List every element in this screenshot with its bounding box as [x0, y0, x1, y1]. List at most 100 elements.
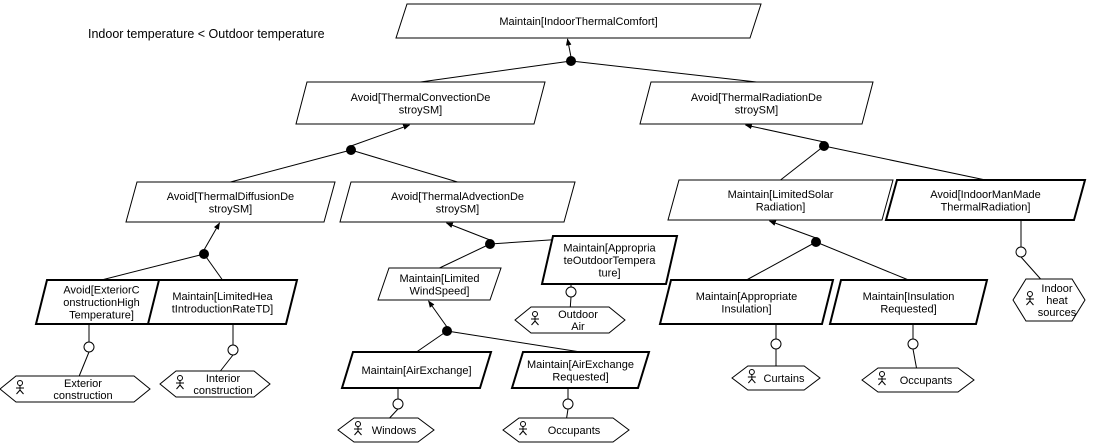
refinement-link — [416, 330, 448, 353]
agent-label: heat — [1046, 295, 1067, 307]
goal-label: onstructionHigh — [63, 297, 139, 309]
agent-label: sources — [1038, 307, 1077, 319]
person-icon — [16, 380, 24, 395]
agent-occ1[interactable]: Occupants — [502, 417, 630, 443]
agent-win[interactable]: Windows — [337, 417, 435, 443]
refinement-links — [101, 38, 986, 353]
goal-shape — [510, 351, 651, 389]
goal-label: Temperature] — [69, 310, 134, 322]
goal-label: Avoid[ExteriorC — [63, 285, 139, 297]
person-icon — [519, 421, 527, 436]
agent-shape — [337, 417, 435, 443]
refinement-link — [101, 253, 205, 281]
and-refinement-node — [346, 145, 356, 155]
agent-label: Outdoor — [558, 309, 598, 321]
agent-occ2[interactable]: Occupants — [861, 367, 975, 393]
refinement-link — [350, 149, 458, 183]
person-icon — [354, 421, 362, 436]
responsibility-link — [569, 296, 572, 308]
goal-shape — [639, 81, 874, 125]
refinement-link — [446, 330, 581, 353]
goal-nodes: Maintain[IndoorThermalComfort] Avoid[Ther… — [34, 3, 1087, 389]
person-icon — [878, 371, 886, 386]
goal-label: Maintain[LimitedHea — [172, 291, 273, 303]
refinement-link — [230, 149, 352, 183]
agent-label: Curtains — [764, 373, 805, 385]
goal-label: ThermalRadiation] — [941, 201, 1031, 213]
person-icon — [747, 369, 756, 384]
agent-curt[interactable]: Curtains — [731, 365, 821, 391]
person-icon — [176, 375, 184, 390]
refinement-arrow — [445, 222, 491, 241]
person-icon — [531, 311, 539, 326]
goal-label: tIntroductionRateTD] — [172, 303, 274, 315]
and-refinement-node — [566, 56, 576, 66]
goal-label: Avoid[ThermalConvectionDe — [351, 92, 491, 104]
goal-shape — [340, 351, 493, 389]
refinement-link — [815, 241, 909, 281]
agent-label: construction — [53, 390, 112, 402]
agent-shape — [861, 367, 975, 393]
agent-shape — [1012, 278, 1086, 322]
responsibility-circle — [562, 398, 574, 410]
agent-shape — [159, 370, 271, 398]
goal-shape — [828, 279, 989, 325]
goal-label: Maintain[Appropriate — [696, 291, 798, 303]
goal-label: Requested] — [552, 371, 608, 383]
refinement-arrow — [428, 300, 448, 328]
agent-label: Windows — [372, 425, 417, 437]
responsibility-circle — [1015, 246, 1027, 258]
refinement-link — [420, 60, 572, 83]
goal-airex[interactable]: Maintain[AirExchange] — [340, 351, 493, 389]
responsibility-link — [78, 351, 90, 377]
goal-root[interactable]: Maintain[IndoorThermalComfort] — [395, 3, 762, 39]
goal-label: Avoid[IndoorManMade — [930, 189, 1040, 201]
goal-label: Maintain[LimitedSolar — [728, 189, 834, 201]
refinement-link — [203, 253, 223, 281]
goal-label: stroySM] — [735, 104, 778, 116]
goal-shape — [377, 267, 502, 301]
refinement-link — [746, 241, 817, 281]
goal-shape — [146, 279, 299, 325]
goal-shape — [540, 235, 679, 285]
goal-label: stroySM] — [436, 203, 479, 215]
goal-shape — [667, 179, 894, 221]
and-refinement-node — [819, 141, 829, 151]
refinement-arrow — [203, 222, 220, 251]
refinement-arrow — [565, 38, 572, 58]
goal-label: ture] — [598, 268, 620, 280]
responsibility-links — [78, 220, 1041, 419]
goal-shape — [658, 279, 835, 325]
goal-label: Maintain[Limited — [399, 273, 479, 285]
and-refinement-node — [199, 249, 209, 259]
refinement-arrow — [768, 220, 817, 239]
agent-label: Exterior — [64, 378, 102, 390]
goal-label: WindSpeed] — [410, 285, 470, 297]
goal-label: Requested] — [880, 303, 936, 315]
goal-label: Avoid[ThermalRadiationDe — [691, 92, 822, 104]
responsibility-circle — [565, 286, 577, 298]
goal-shape — [395, 3, 762, 39]
responsibility-circle — [227, 344, 239, 356]
goal-shape — [339, 181, 576, 223]
goal-ext[interactable]: Avoid[ExteriorConstructionHighTemperatur… — [34, 279, 169, 325]
goal-label: Maintain[AirExchange — [527, 359, 634, 371]
